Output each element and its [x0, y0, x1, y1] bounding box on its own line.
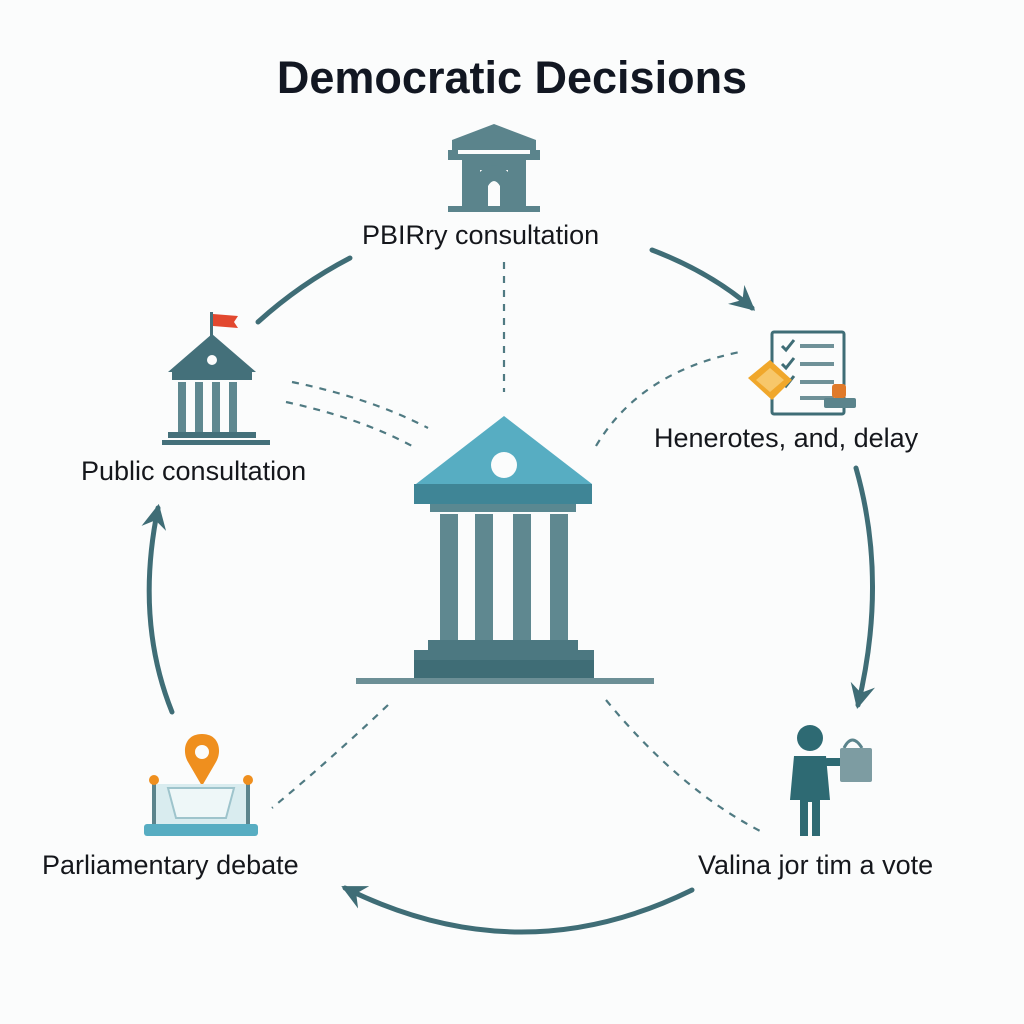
arrow-right-top-to-right-bottom — [850, 465, 876, 710]
dash-center-to-left-b — [285, 400, 413, 447]
arrow-right-bottom-to-left-bottom — [341, 885, 695, 935]
arrow-left-bottom-to-left-top — [141, 503, 175, 715]
node-label-right-bottom: Valina jor tim a vote — [698, 850, 934, 880]
cycle-arrows — [141, 247, 876, 935]
arrow-top-to-right-top — [649, 247, 756, 311]
dash-center-to-left-a — [291, 380, 429, 429]
node-label-top: PBIRry consultation — [362, 220, 600, 250]
dash-center-to-right-bottom — [605, 699, 763, 833]
map-pin-podium-icon — [144, 734, 258, 836]
dashed-connectors — [271, 262, 763, 833]
government-building-flag-icon — [162, 312, 270, 445]
person-with-bag-icon — [790, 725, 872, 836]
diagram-title: Democratic Decisions — [276, 52, 748, 103]
arrow-left-top-to-top — [255, 255, 353, 325]
dash-center-to-left-bottom — [271, 704, 389, 809]
node-label-left-top: Public consultation — [81, 456, 307, 486]
node-label-right-top: Henerotes, and, delay — [654, 423, 919, 453]
node-label-left-bottom: Parliamentary debate — [42, 850, 299, 880]
dash-center-to-right-top — [595, 350, 741, 447]
checklist-document-icon — [748, 330, 856, 416]
monument-gate-icon — [448, 124, 540, 212]
central-parliament-building-icon — [356, 416, 654, 684]
